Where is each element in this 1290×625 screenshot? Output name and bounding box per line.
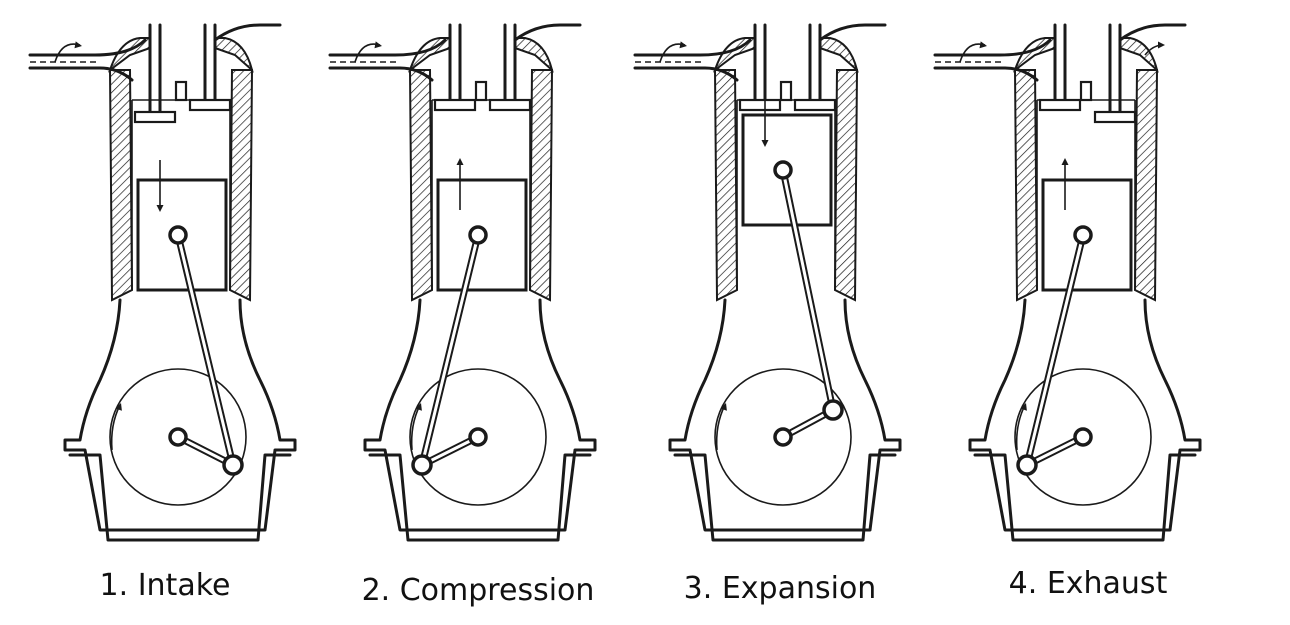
intake-port-upper [633,38,752,57]
intake-valve-head [433,98,477,112]
intake-port-upper [933,38,1052,57]
crankcase-sump [673,453,897,542]
cylinder-wall-right [228,69,254,302]
exhaust-port [513,23,582,42]
intake-valve-stem [1053,23,1067,102]
crank-circle [1014,368,1152,506]
crankshaft-pin [773,427,793,447]
cylinder-wall-right [528,69,554,302]
stroke-label: 4. Exhaust [1009,566,1168,601]
intake-flow-arrowhead [679,41,687,49]
cylinder-wall-right [1133,69,1159,302]
intake-port-upper [28,38,147,57]
cylinder-wall-right [833,69,859,302]
crank-circle [714,368,852,506]
exhaust-valve-stem [203,23,217,102]
piston-pin [168,225,188,245]
crankcase-sump [973,453,1197,542]
crankcase-outline [63,298,297,532]
connecting-rod-core [420,233,480,467]
intake-valve-stem [753,23,767,102]
crankshaft-pin [468,427,488,447]
exhaust-valve-stem [808,23,822,102]
intake-valve-stem [148,23,162,114]
crank-circle [409,368,547,506]
cylinder-wall-left [108,69,134,302]
crank-pin [411,454,433,476]
piston-pin [1073,225,1093,245]
rotation-arrowhead [115,403,122,411]
exhaust-port [818,23,887,42]
crankcase-sump [368,453,592,542]
crankcase-outline [968,298,1202,532]
intake-valve-head [738,98,782,112]
piston-direction-arrowhead [456,158,464,165]
rotation-arrow [1015,404,1026,451]
cylinder-wall-left [408,69,434,302]
cylinder-head-right [514,37,554,73]
intake-port-upper [328,38,447,57]
intake-port-lower [933,66,1039,82]
piston-pin [773,160,793,180]
exhaust-valve-head [188,98,232,112]
connecting-rod-core [176,233,235,467]
intake-valve-head [133,110,177,124]
exhaust-port [213,23,282,42]
exhaust-valve-head [1093,110,1137,124]
exhaust-port [1118,23,1187,42]
spark-plug [174,80,188,102]
intake-flow-arrowhead [979,41,987,49]
rotation-arrowhead [415,403,422,411]
intake-flow-arrowhead [374,41,382,49]
piston-direction-arrowhead [156,205,164,212]
stroke-label: 1. Intake [100,568,231,603]
crankshaft-pin [168,427,188,447]
rotation-arrow [110,404,121,451]
stroke-label: 3. Expansion [684,571,877,606]
intake-valve-stem [448,23,462,102]
stroke-panel: 1. Intake [28,23,297,603]
crank-pin [822,399,844,421]
connecting-rod-core [781,168,835,412]
rotation-arrowhead [1020,403,1027,411]
spark-plug [474,80,488,102]
stroke-panel: 4. Exhaust [933,23,1202,601]
rotation-arrow [410,404,421,451]
connecting-rod-core [1025,233,1085,467]
intake-port-lower [28,66,134,82]
piston-direction-arrowhead [761,140,769,147]
crank-pin [222,454,244,476]
crankcase-outline [363,298,597,532]
piston-direction-arrowhead [1061,158,1069,165]
cylinder-head-right [214,37,254,73]
rotation-arrowhead [720,403,727,411]
cylinder-wall-left [1013,69,1039,302]
crank-pin [1016,454,1038,476]
intake-port-lower [328,66,434,82]
intake-valve-head [1038,98,1082,112]
stroke-label: 2. Compression [362,573,595,608]
exhaust-valve-head [793,98,837,112]
intake-port-lower [633,66,739,82]
exhaust-flow-arrowhead [1158,41,1165,49]
piston-pin [468,225,488,245]
spark-plug [1079,80,1093,102]
crank-circle [109,368,247,506]
crankcase-sump [68,453,292,542]
exhaust-valve-head [488,98,532,112]
crankshaft-pin [1073,427,1093,447]
spark-plug [779,80,793,102]
stroke-panel: 2. Compression [328,23,597,608]
stroke-panel: 3. Expansion [633,23,902,606]
exhaust-valve-stem [1108,23,1122,114]
intake-flow-arrowhead [74,41,82,49]
cylinder-wall-left [713,69,739,302]
exhaust-valve-stem [503,23,517,102]
rotation-arrow [715,404,726,451]
crankcase-outline [668,298,902,532]
cylinder-head-right [1119,37,1159,73]
cylinder-head-right [819,37,859,73]
